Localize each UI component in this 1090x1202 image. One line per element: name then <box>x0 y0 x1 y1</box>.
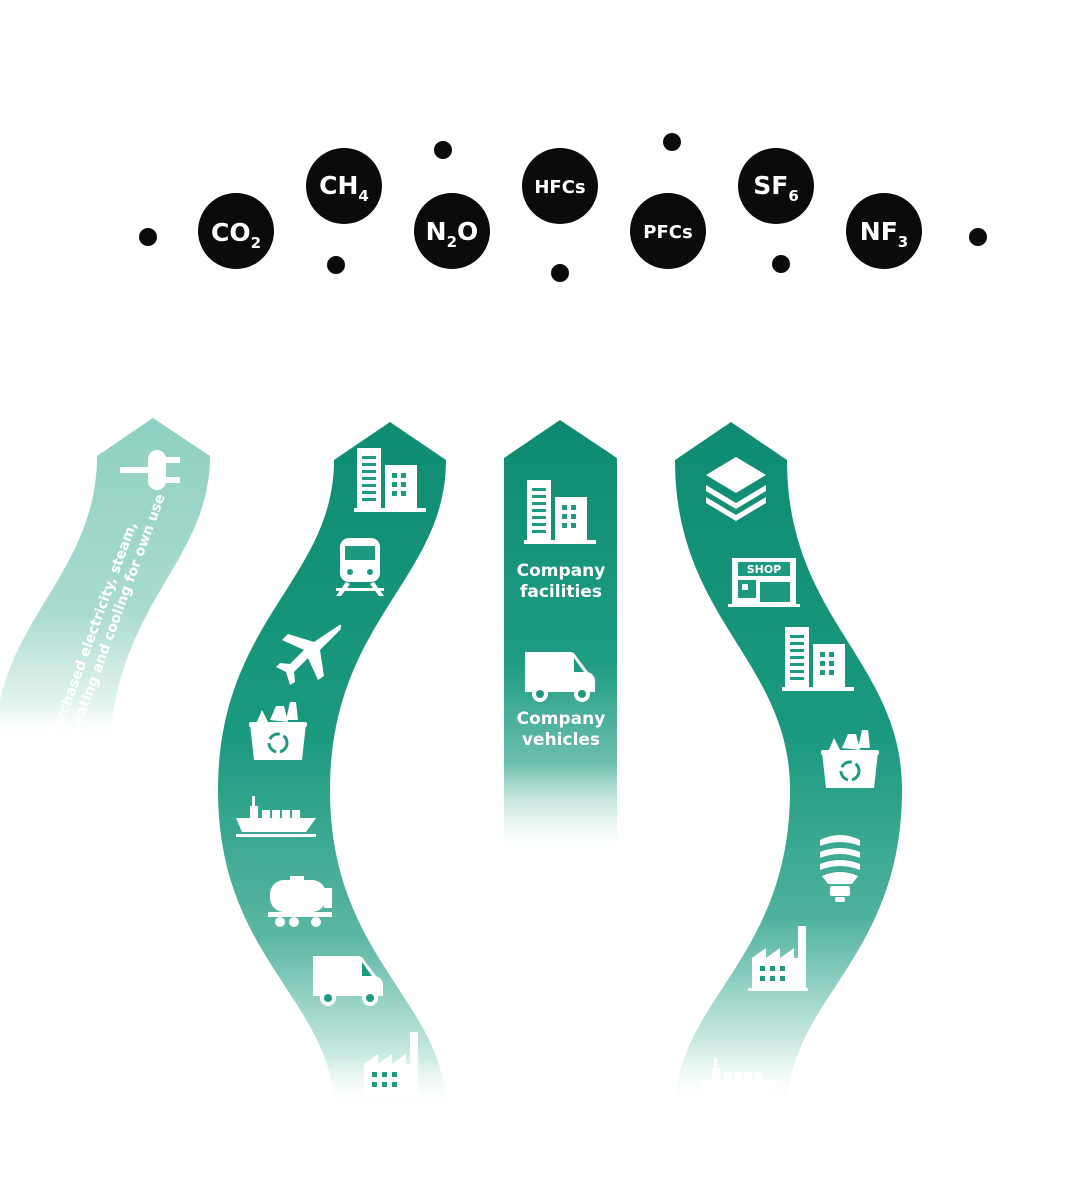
molecule-dot <box>327 256 345 274</box>
svg-text:PFCs: PFCs <box>643 222 692 243</box>
molecule-dot <box>551 264 569 282</box>
gas-hfcs: HFCs <box>522 148 598 224</box>
svg-text:CH4: CH4 <box>319 171 369 205</box>
gas-pfcs: PFCs <box>630 193 706 269</box>
facilities-label-line1: Company <box>517 561 606 581</box>
gas-ch4: CH4 <box>306 148 382 224</box>
svg-text:CO2: CO2 <box>211 218 261 252</box>
scope2-band: Purchased electricity, steam, heating an… <box>0 418 210 741</box>
vehicles-label-line1: Company <box>517 709 606 729</box>
molecule-dot <box>663 133 681 151</box>
svg-text:SF6: SF6 <box>753 171 799 205</box>
gas-row: CO2 CH4 N2O HFCs PFCs SF6 <box>139 133 987 282</box>
molecule-dot <box>969 228 987 246</box>
downstream-band: SHOP <box>675 422 902 1110</box>
molecule-dot <box>772 255 790 273</box>
gas-sf6: SF6 <box>738 148 814 224</box>
gas-n2o: N2O <box>414 193 490 269</box>
shop-icon: SHOP <box>728 558 800 607</box>
vehicles-label-line2: vehicles <box>522 730 600 750</box>
svg-text:HFCs: HFCs <box>534 177 585 198</box>
molecule-dot <box>139 228 157 246</box>
gas-nf3: NF3 <box>846 193 922 269</box>
molecule-dot <box>434 141 452 159</box>
svg-text:SHOP: SHOP <box>747 563 782 576</box>
gas-co2: CO2 <box>198 193 274 269</box>
facilities-label-line2: facilities <box>520 582 602 602</box>
upstream-band <box>218 422 446 1110</box>
svg-text:N2O: N2O <box>426 217 479 251</box>
scope1-band: Company facilities Company vehicles <box>504 420 617 860</box>
svg-text:NF3: NF3 <box>860 217 908 251</box>
